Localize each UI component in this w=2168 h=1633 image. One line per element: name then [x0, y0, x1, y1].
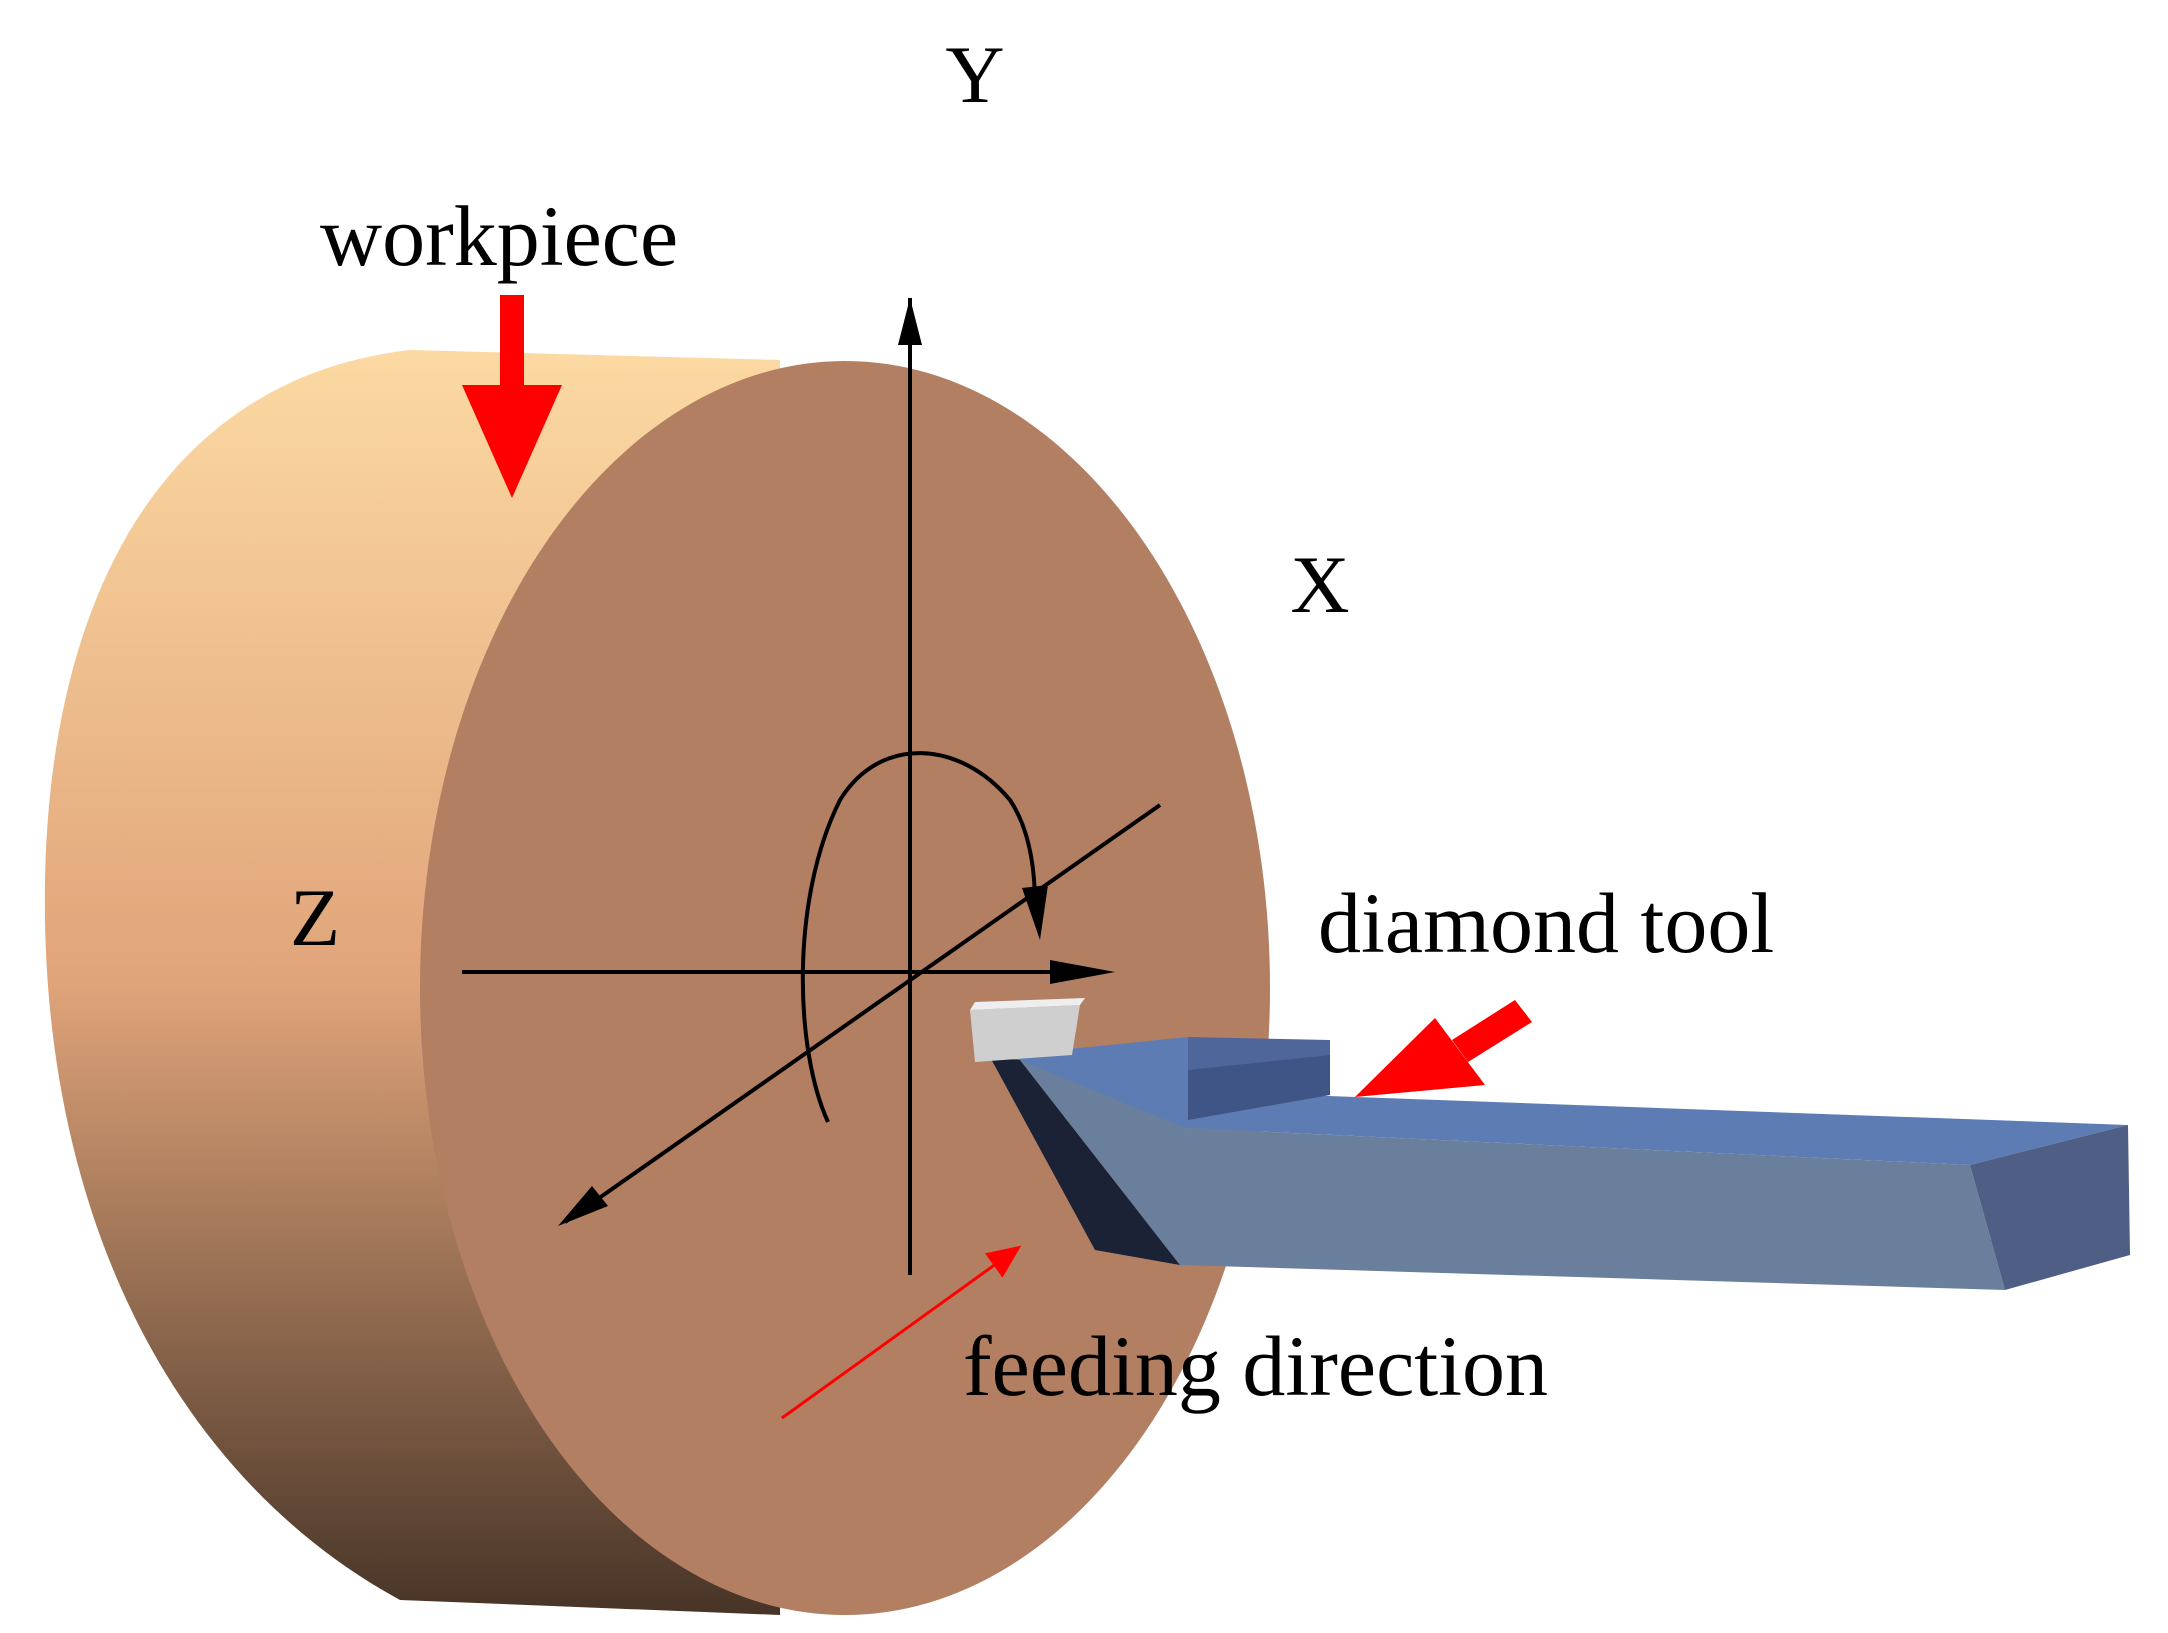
coordinate-axes	[462, 298, 1162, 1275]
tool-bevel	[990, 1057, 1180, 1265]
tool-top-face	[990, 1037, 2128, 1165]
tool-side-face	[1020, 1060, 2005, 1290]
diamond-insert-top	[970, 998, 1085, 1010]
workpiece-arrow-shaft	[500, 295, 524, 395]
diamond-tool-label: diamond tool	[1318, 875, 1774, 971]
z-axis-arrowhead	[558, 1186, 608, 1226]
workpiece-label: workpiece	[320, 188, 678, 284]
tool-arrow-head	[1355, 1018, 1485, 1097]
x-axis-arrowhead	[1050, 960, 1115, 984]
y-axis-label: Y	[945, 29, 1004, 120]
tool-step-face	[1188, 1055, 1330, 1120]
tool-end-face	[1970, 1125, 2130, 1290]
tool-arrow-shaft	[1452, 1000, 1532, 1062]
y-axis-arrowhead	[898, 298, 922, 345]
feeding-direction-label: feeding direction	[963, 1318, 1548, 1414]
diamond-tool	[970, 998, 2130, 1290]
diamond-insert	[970, 1005, 1080, 1062]
labels: Y X Z workpiece diamond tool feeding dir…	[290, 29, 1774, 1414]
feeding-direction-arrow	[781, 1245, 1022, 1420]
rotation-arrowhead	[1022, 885, 1048, 940]
workpiece-front-face	[420, 361, 1270, 1615]
z-axis-label: Z	[290, 872, 340, 963]
red-arrows	[462, 295, 1532, 1420]
x-axis-label: X	[1290, 539, 1349, 630]
rotation-arrow-path	[800, 751, 1037, 1123]
workpiece-arrow-head	[462, 385, 562, 498]
z-axis-line	[563, 803, 1162, 1224]
workpiece	[44, 350, 1270, 1615]
